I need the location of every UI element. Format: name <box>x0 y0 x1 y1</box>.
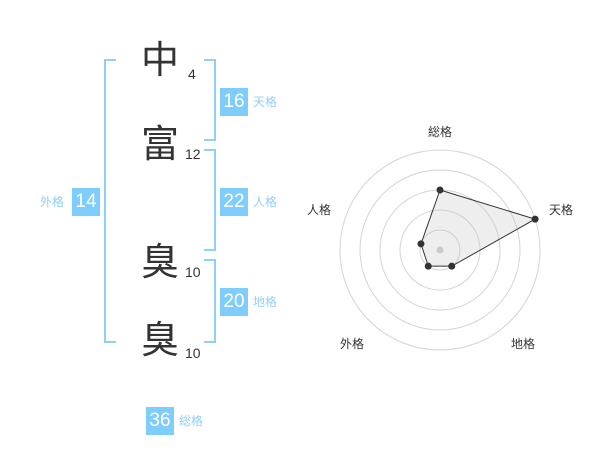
radar-area <box>420 189 537 267</box>
radar-point <box>424 262 432 270</box>
stroke-count-3: 10 <box>185 264 201 280</box>
name-char-1: 中 <box>140 38 179 82</box>
tenkaku-value: 16 <box>220 88 248 116</box>
radar-ring <box>359 169 521 331</box>
name-char-2: 富 <box>140 122 179 166</box>
chikaku-label: 地格 <box>253 295 278 309</box>
radar-label-soukaku: 総格 <box>428 125 453 139</box>
radar-center <box>436 246 444 254</box>
jinkaku-value: 22 <box>220 188 248 216</box>
chikaku-bracket <box>204 259 216 343</box>
gaikaku-value: 14 <box>72 188 100 216</box>
radar-label-tenkaku: 天格 <box>549 203 574 217</box>
radar-point <box>417 240 425 248</box>
radar-ring <box>419 229 461 271</box>
radar-ring <box>339 149 541 351</box>
radar-point <box>448 262 456 270</box>
radar-label-gaikaku: 外格 <box>340 337 365 351</box>
radar-point <box>531 215 539 223</box>
name-char-3: 臭 <box>140 240 179 284</box>
soukaku-value: 36 <box>146 407 174 435</box>
radar-label-chikaku: 地格 <box>511 337 536 351</box>
tenkaku-bracket <box>204 59 216 141</box>
stroke-count-4: 10 <box>185 345 201 361</box>
stroke-count-1: 4 <box>188 66 196 82</box>
tenkaku-label: 天格 <box>253 95 278 109</box>
jinkaku-label: 人格 <box>253 195 278 209</box>
radar-label-jinkaku: 人格 <box>307 203 332 217</box>
gaikaku-label: 外格 <box>40 195 65 209</box>
jinkaku-bracket <box>204 149 216 251</box>
gaikaku-bracket <box>104 59 116 343</box>
soukaku-label: 総格 <box>179 414 204 428</box>
chikaku-value: 20 <box>220 288 248 316</box>
stroke-count-2: 12 <box>185 146 201 162</box>
name-char-4: 臭 <box>140 318 179 362</box>
radar-point <box>436 186 444 194</box>
